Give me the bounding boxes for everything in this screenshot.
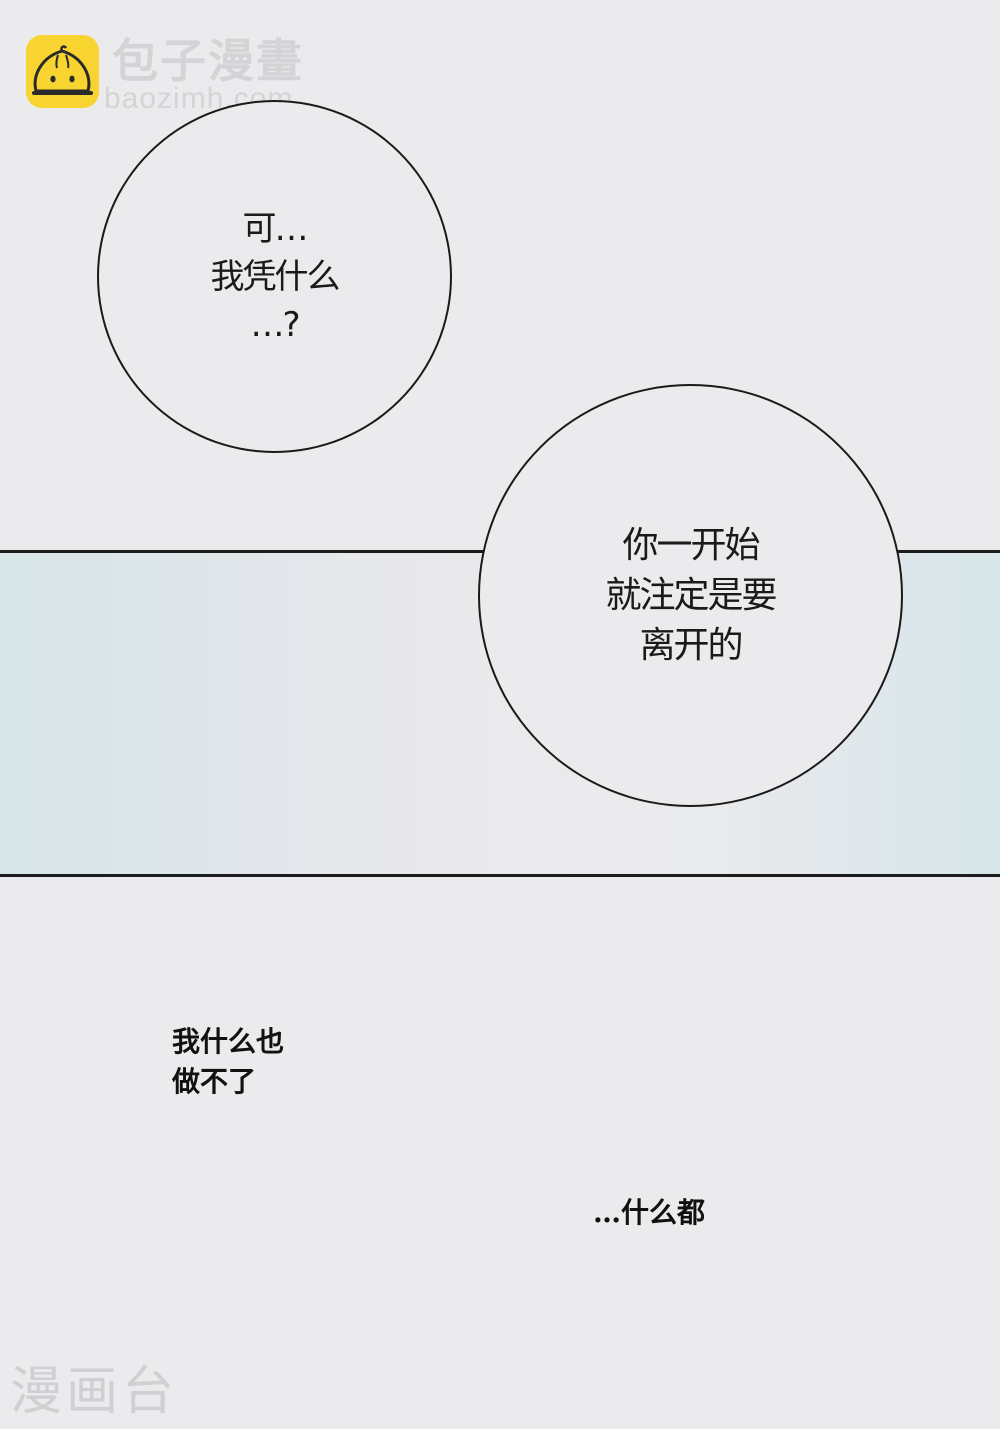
bubble-line: …? — [250, 304, 300, 345]
speech-bubble-2: 你一开始 就注定是要 离开的 — [478, 384, 903, 807]
narration-text-2: …什么都 — [593, 1195, 705, 1231]
watermark-brand: 包子漫畫 — [112, 34, 304, 88]
watermark-bottom: 漫画台 — [10, 1362, 179, 1422]
narration-line: 做不了 — [172, 1065, 257, 1098]
bubble-line: 我凭什么 — [210, 256, 341, 297]
speech-bubble-1: 可… 我凭什么 …? — [97, 100, 452, 453]
bubble-line: 可… — [242, 208, 309, 249]
bubble-line: 就注定是要 — [605, 574, 777, 616]
bubble-line: 离开的 — [639, 624, 743, 666]
bubble-text: 可… 我凭什么 …? — [210, 205, 341, 349]
bubble-text: 你一开始 就注定是要 离开的 — [605, 521, 777, 671]
narration-text-1: 我什么也 做不了 — [172, 1022, 284, 1102]
panel-border-bottom — [0, 874, 1000, 877]
narration-line: 我什么也 — [172, 1025, 285, 1058]
bubble-line: 你一开始 — [622, 524, 760, 566]
steamed-bun-icon — [26, 35, 99, 108]
narration-line: …什么都 — [593, 1196, 706, 1229]
